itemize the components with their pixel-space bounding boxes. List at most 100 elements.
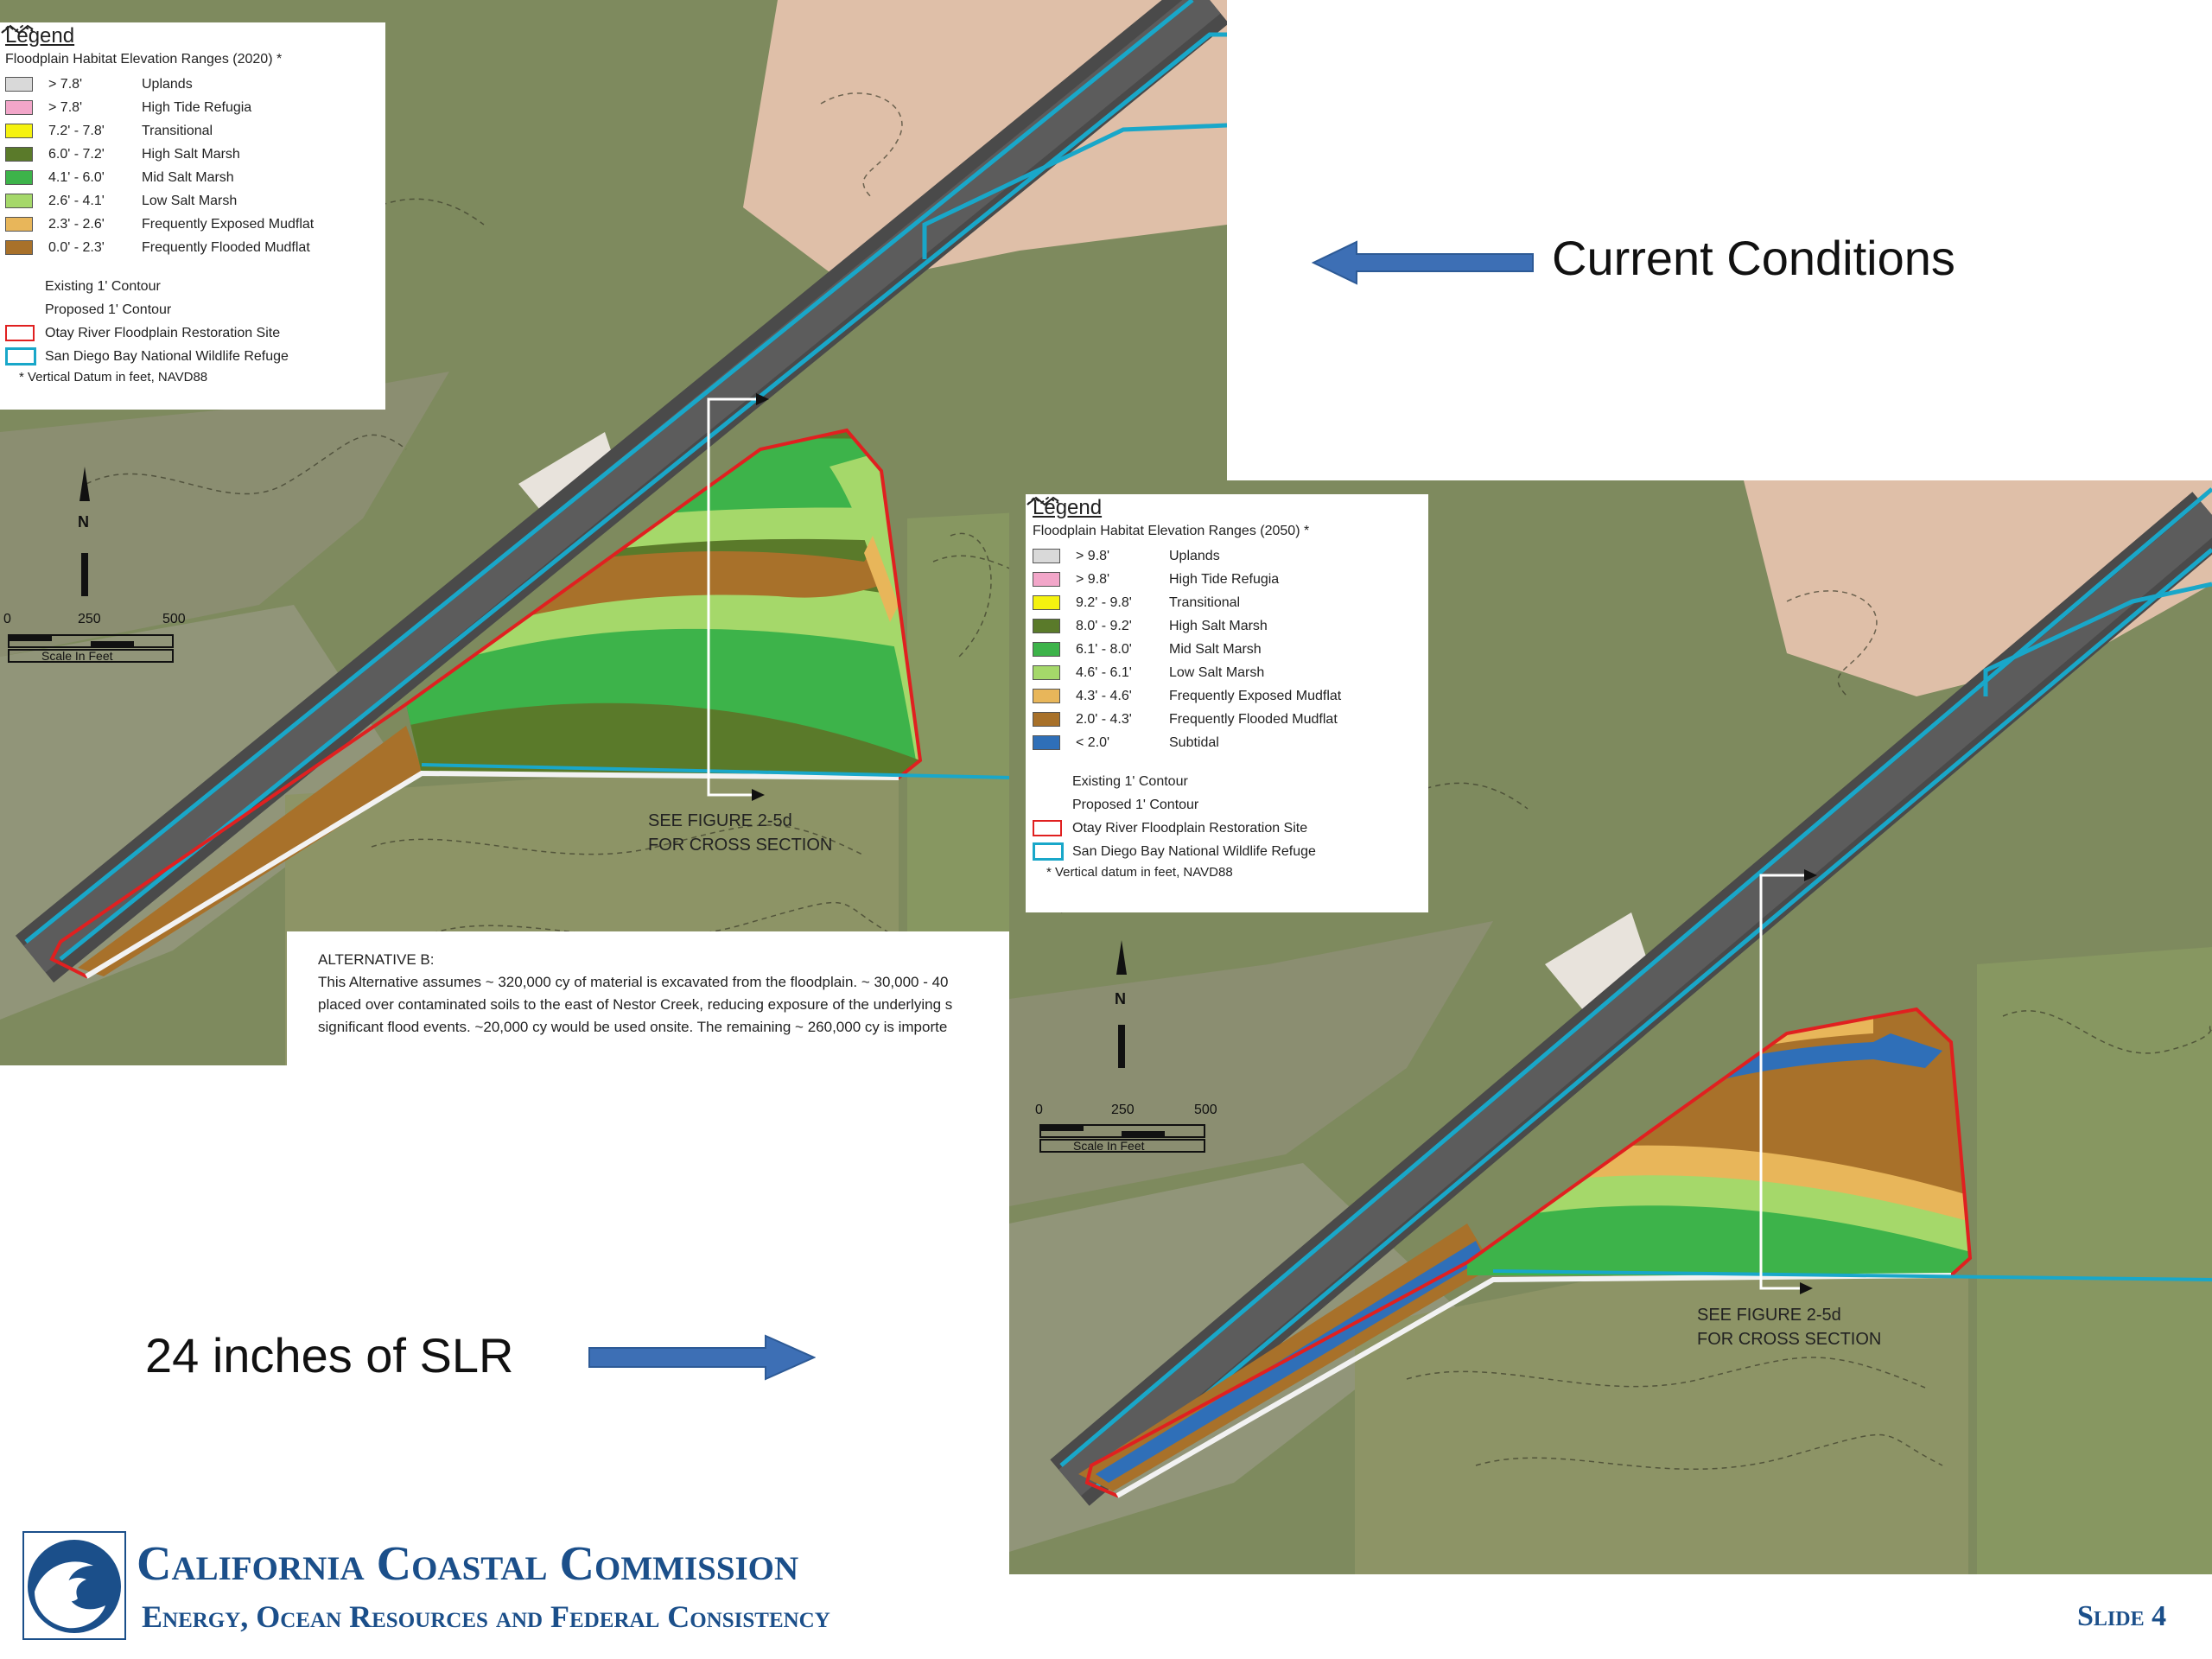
- legend-label: Frequently Flooded Mudflat: [1169, 711, 1338, 727]
- legend-range: > 7.8': [48, 76, 83, 92]
- scale-bar: [8, 634, 174, 663]
- cross-section-label: SEE FIGURE 2-5d FOR CROSS SECTION: [648, 809, 832, 857]
- legend-subtitle: Floodplain Habitat Elevation Ranges (202…: [5, 52, 283, 67]
- blue-outline-box-icon: [1033, 842, 1064, 861]
- legend-item-high-tide-refugia: > 7.8' High Tide Refugia: [5, 96, 385, 119]
- legend-title: Legend: [5, 24, 75, 48]
- legend-range: 9.2' - 9.8': [1076, 594, 1132, 610]
- legend-title: Legend: [1033, 496, 1103, 519]
- legend-label: Low Salt Marsh: [142, 193, 238, 208]
- ccc-logo-icon: [22, 1531, 126, 1640]
- legend-label: San Diego Bay National Wildlife Refuge: [45, 348, 289, 364]
- legend-item-mid-salt-marsh: 4.1' - 6.0'Mid Salt Marsh: [5, 166, 385, 189]
- north-label: N: [1115, 990, 1126, 1007]
- callout-arrow-right-icon: [588, 1334, 816, 1381]
- cross-section-marker: [1759, 874, 1804, 1290]
- legend-item-low-salt-marsh: 2.6' - 4.1' Low Salt Marsh: [5, 189, 385, 213]
- legend-label: Low Salt Marsh: [1169, 664, 1265, 680]
- cross-section-line-1: SEE FIGURE 2-5d: [648, 811, 792, 830]
- legend-refuge: San Diego Bay National Wildlife Refuge: [5, 345, 385, 368]
- cross-section-line-1: SEE FIGURE 2-5d: [1697, 1306, 1841, 1325]
- legend-label: Existing 1' Contour: [1072, 773, 1188, 789]
- legend-item-high-salt-marsh: 8.0' - 9.2' High Salt Marsh: [1033, 614, 1428, 638]
- legend-item-high-salt-marsh: 6.0' - 7.2'High Salt Marsh: [5, 143, 385, 166]
- legend-label: Proposed 1' Contour: [1072, 797, 1199, 812]
- legend-label: Mid Salt Marsh: [1169, 641, 1262, 657]
- low-salt-marsh-swatch: [5, 194, 33, 208]
- legend-range: 4.3' - 4.6': [1076, 688, 1132, 703]
- legend-existing-contour: Existing 1' Contour: [1027, 496, 1428, 793]
- red-outline-box-icon: [1033, 820, 1062, 836]
- legend-footnote: * Vertical datum in feet, NAVD88: [1046, 865, 1233, 880]
- legend-subtitle: Floodplain Habitat Elevation Ranges (205…: [1033, 524, 1310, 538]
- legend-item-flooded-mudflat: 0.0' - 2.3' Frequently Flooded Mudflat: [5, 236, 385, 259]
- legend-range: > 9.8': [1076, 571, 1110, 587]
- legend-proposed-contour: Proposed 1' Contour: [1027, 496, 1428, 817]
- scale-tick-0: 0: [1035, 1103, 1043, 1117]
- north-arrow-icon: [1116, 940, 1127, 1068]
- legend-range: 2.0' - 4.3': [1076, 711, 1132, 727]
- mid-salt-marsh-swatch: [1033, 642, 1060, 657]
- subtidal-swatch: [1033, 735, 1060, 750]
- legend-footnote: * Vertical Datum in feet, NAVD88: [19, 370, 208, 385]
- legend-refuge: San Diego Bay National Wildlife Refuge: [1033, 840, 1428, 863]
- legend-label: Frequently Exposed Mudflat: [142, 216, 315, 232]
- legend-range: 2.6' - 4.1': [48, 193, 105, 208]
- legend-label: High Tide Refugia: [1169, 571, 1280, 587]
- legend-label: Subtidal: [1169, 734, 1219, 750]
- legend-label: Frequently Exposed Mudflat: [1169, 688, 1342, 703]
- habitat-list: > 7.8'Uplands > 7.8' High Tide Refugia 7.…: [5, 73, 385, 259]
- legend-range: 6.0' - 7.2': [48, 146, 105, 162]
- note-title: ALTERNATIVE B:: [318, 951, 435, 968]
- legend-range: > 7.8': [48, 99, 83, 115]
- legend-range: 8.0' - 9.2': [1076, 618, 1132, 633]
- cross-section-line-2: FOR CROSS SECTION: [1697, 1330, 1882, 1349]
- legend-label: High Salt Marsh: [1169, 618, 1268, 633]
- legend-label: Otay River Floodplain Restoration Site: [45, 325, 281, 340]
- blue-outline-box-icon: [5, 347, 36, 365]
- low-salt-marsh-swatch: [1033, 665, 1060, 680]
- legend-label: Frequently Flooded Mudflat: [142, 239, 310, 255]
- legend-item-flooded-mudflat: 2.0' - 4.3' Frequently Flooded Mudflat: [1033, 708, 1428, 731]
- transitional-swatch: [1033, 595, 1060, 610]
- legend-2050: Legend Floodplain Habitat Elevation Rang…: [1026, 494, 1428, 912]
- legend-label: High Tide Refugia: [142, 99, 252, 115]
- note-line-1: This Alternative assumes ~ 320,000 cy of…: [318, 974, 949, 990]
- legend-2020: Legend Floodplain Habitat Elevation Rang…: [0, 22, 385, 410]
- scale-tick-500: 500: [162, 612, 186, 626]
- legend-item-low-salt-marsh: 4.6' - 6.1'Low Salt Marsh: [1033, 661, 1428, 684]
- high-tide-refugia-swatch: [1033, 572, 1060, 587]
- legend-item-uplands: > 7.8'Uplands: [5, 73, 385, 96]
- legend-item-high-tide-refugia: > 9.8' High Tide Refugia: [1033, 568, 1428, 591]
- legend-range: 7.2' - 7.8': [48, 123, 105, 138]
- legend-item-exposed-mudflat: 2.3' - 2.6' Frequently Exposed Mudflat: [5, 213, 385, 236]
- refuge-boundary: [1094, 548, 2212, 1489]
- legend-item-exposed-mudflat: 4.3' - 4.6' Frequently Exposed Mudflat: [1033, 684, 1428, 708]
- uplands-swatch: [1033, 549, 1060, 563]
- legend-label: Otay River Floodplain Restoration Site: [1072, 820, 1308, 836]
- scale-unit: Scale In Feet: [1073, 1139, 1145, 1153]
- quarry: [1545, 912, 1649, 1016]
- legend-label: Transitional: [1169, 594, 1241, 610]
- legend-label: Mid Salt Marsh: [142, 169, 234, 185]
- legend-item-transitional: 7.2' - 7.8' Transitional: [5, 119, 385, 143]
- uplands-swatch: [5, 77, 33, 92]
- exposed-mudflat-swatch: [1033, 689, 1060, 703]
- division-name: Energy, Ocean Resources and Federal Cons…: [142, 1599, 830, 1634]
- scale-tick-250: 250: [1111, 1103, 1135, 1117]
- cross-section-label: SEE FIGURE 2-5d FOR CROSS SECTION: [1697, 1303, 1881, 1351]
- note-line-2: placed over contaminated soils to the ea…: [318, 996, 953, 1013]
- org-name: California Coastal Commission: [137, 1537, 799, 1591]
- legend-item-uplands: > 9.8'Uplands: [1033, 544, 1428, 568]
- legend-label: Proposed 1' Contour: [45, 302, 172, 317]
- legend-range: 0.0' - 2.3': [48, 239, 105, 255]
- legend-range: 2.3' - 2.6': [48, 216, 105, 232]
- legend-label: Transitional: [142, 123, 213, 138]
- scale-unit: Scale In Feet: [41, 649, 113, 663]
- legend-restoration-site: Otay River Floodplain Restoration Site: [5, 321, 385, 345]
- callout-arrow-left-icon: [1312, 240, 1534, 285]
- legend-range: 6.1' - 8.0': [1076, 641, 1132, 657]
- high-salt-marsh-swatch: [1033, 619, 1060, 633]
- slide-number: Slide 4: [2077, 1600, 2167, 1632]
- legend-range: < 2.0': [1076, 734, 1110, 750]
